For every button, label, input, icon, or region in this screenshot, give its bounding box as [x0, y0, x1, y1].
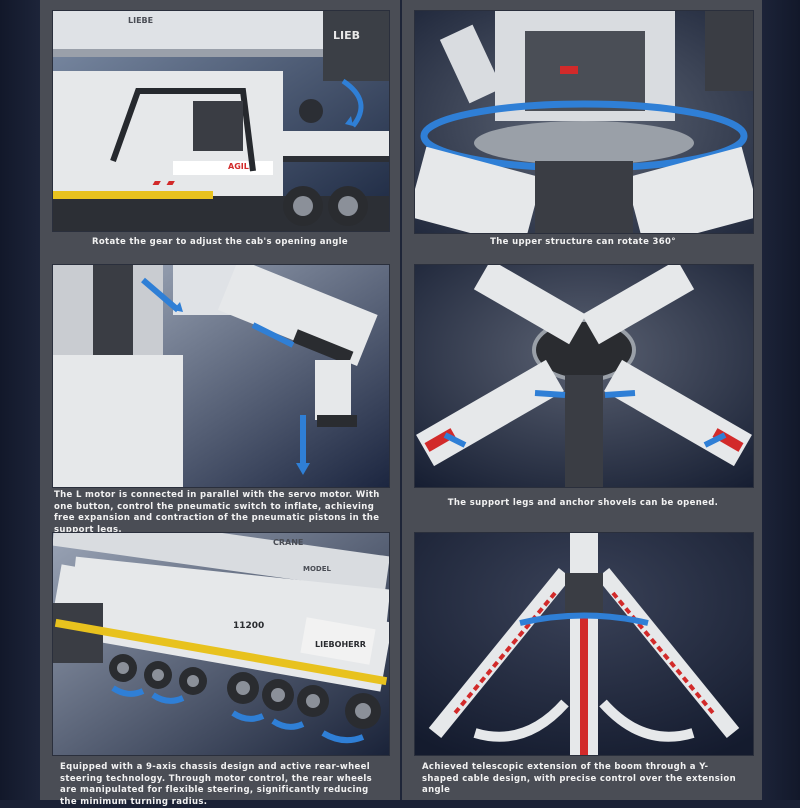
lieb-decal: LIEB [333, 29, 360, 42]
caption-support-legs: The support legs and anchor shovels can … [447, 498, 719, 508]
caption-upper-rotation: The upper structure can rotate 360° [490, 237, 676, 247]
agile-decal: AGILE [228, 162, 254, 171]
model-number-decal: 11200 [233, 621, 264, 631]
caption-boom-extension: Achieved telescopic extension of the boo… [422, 762, 737, 795]
caption-cab-angle: Rotate the gear to adjust the cab's open… [91, 237, 349, 247]
photo-boom-extension [414, 532, 754, 756]
caption-chassis-steering: Equipped with a 9-axis chassis design an… [60, 762, 373, 807]
photo-chassis-steering: CRANE MODEL 11200 LIEBOHERR [52, 532, 390, 756]
liebe-decal: LIEBE [128, 16, 153, 25]
lieboherr-decal: LIEBOHERR [315, 640, 366, 649]
crane-decal: CRANE [273, 538, 303, 547]
model-decal: MODEL [303, 565, 332, 573]
chassis-steering-illustration: CRANE MODEL 11200 LIEBOHERR [53, 533, 389, 755]
photo-pneumatic-legs [52, 264, 390, 488]
upper-rotation-illustration [415, 11, 753, 233]
photo-support-legs [414, 264, 754, 488]
caption-pneumatic-legs: The L motor is connected in parallel wit… [54, 490, 380, 535]
support-legs-illustration [415, 265, 753, 487]
photo-upper-rotation [414, 10, 754, 234]
pneumatic-legs-illustration [53, 265, 389, 487]
boom-extension-illustration [415, 533, 753, 755]
cab-angle-illustration: LIEB LIEBE AGILE [53, 11, 389, 231]
photo-cab-angle: LIEB LIEBE AGILE [52, 10, 390, 232]
